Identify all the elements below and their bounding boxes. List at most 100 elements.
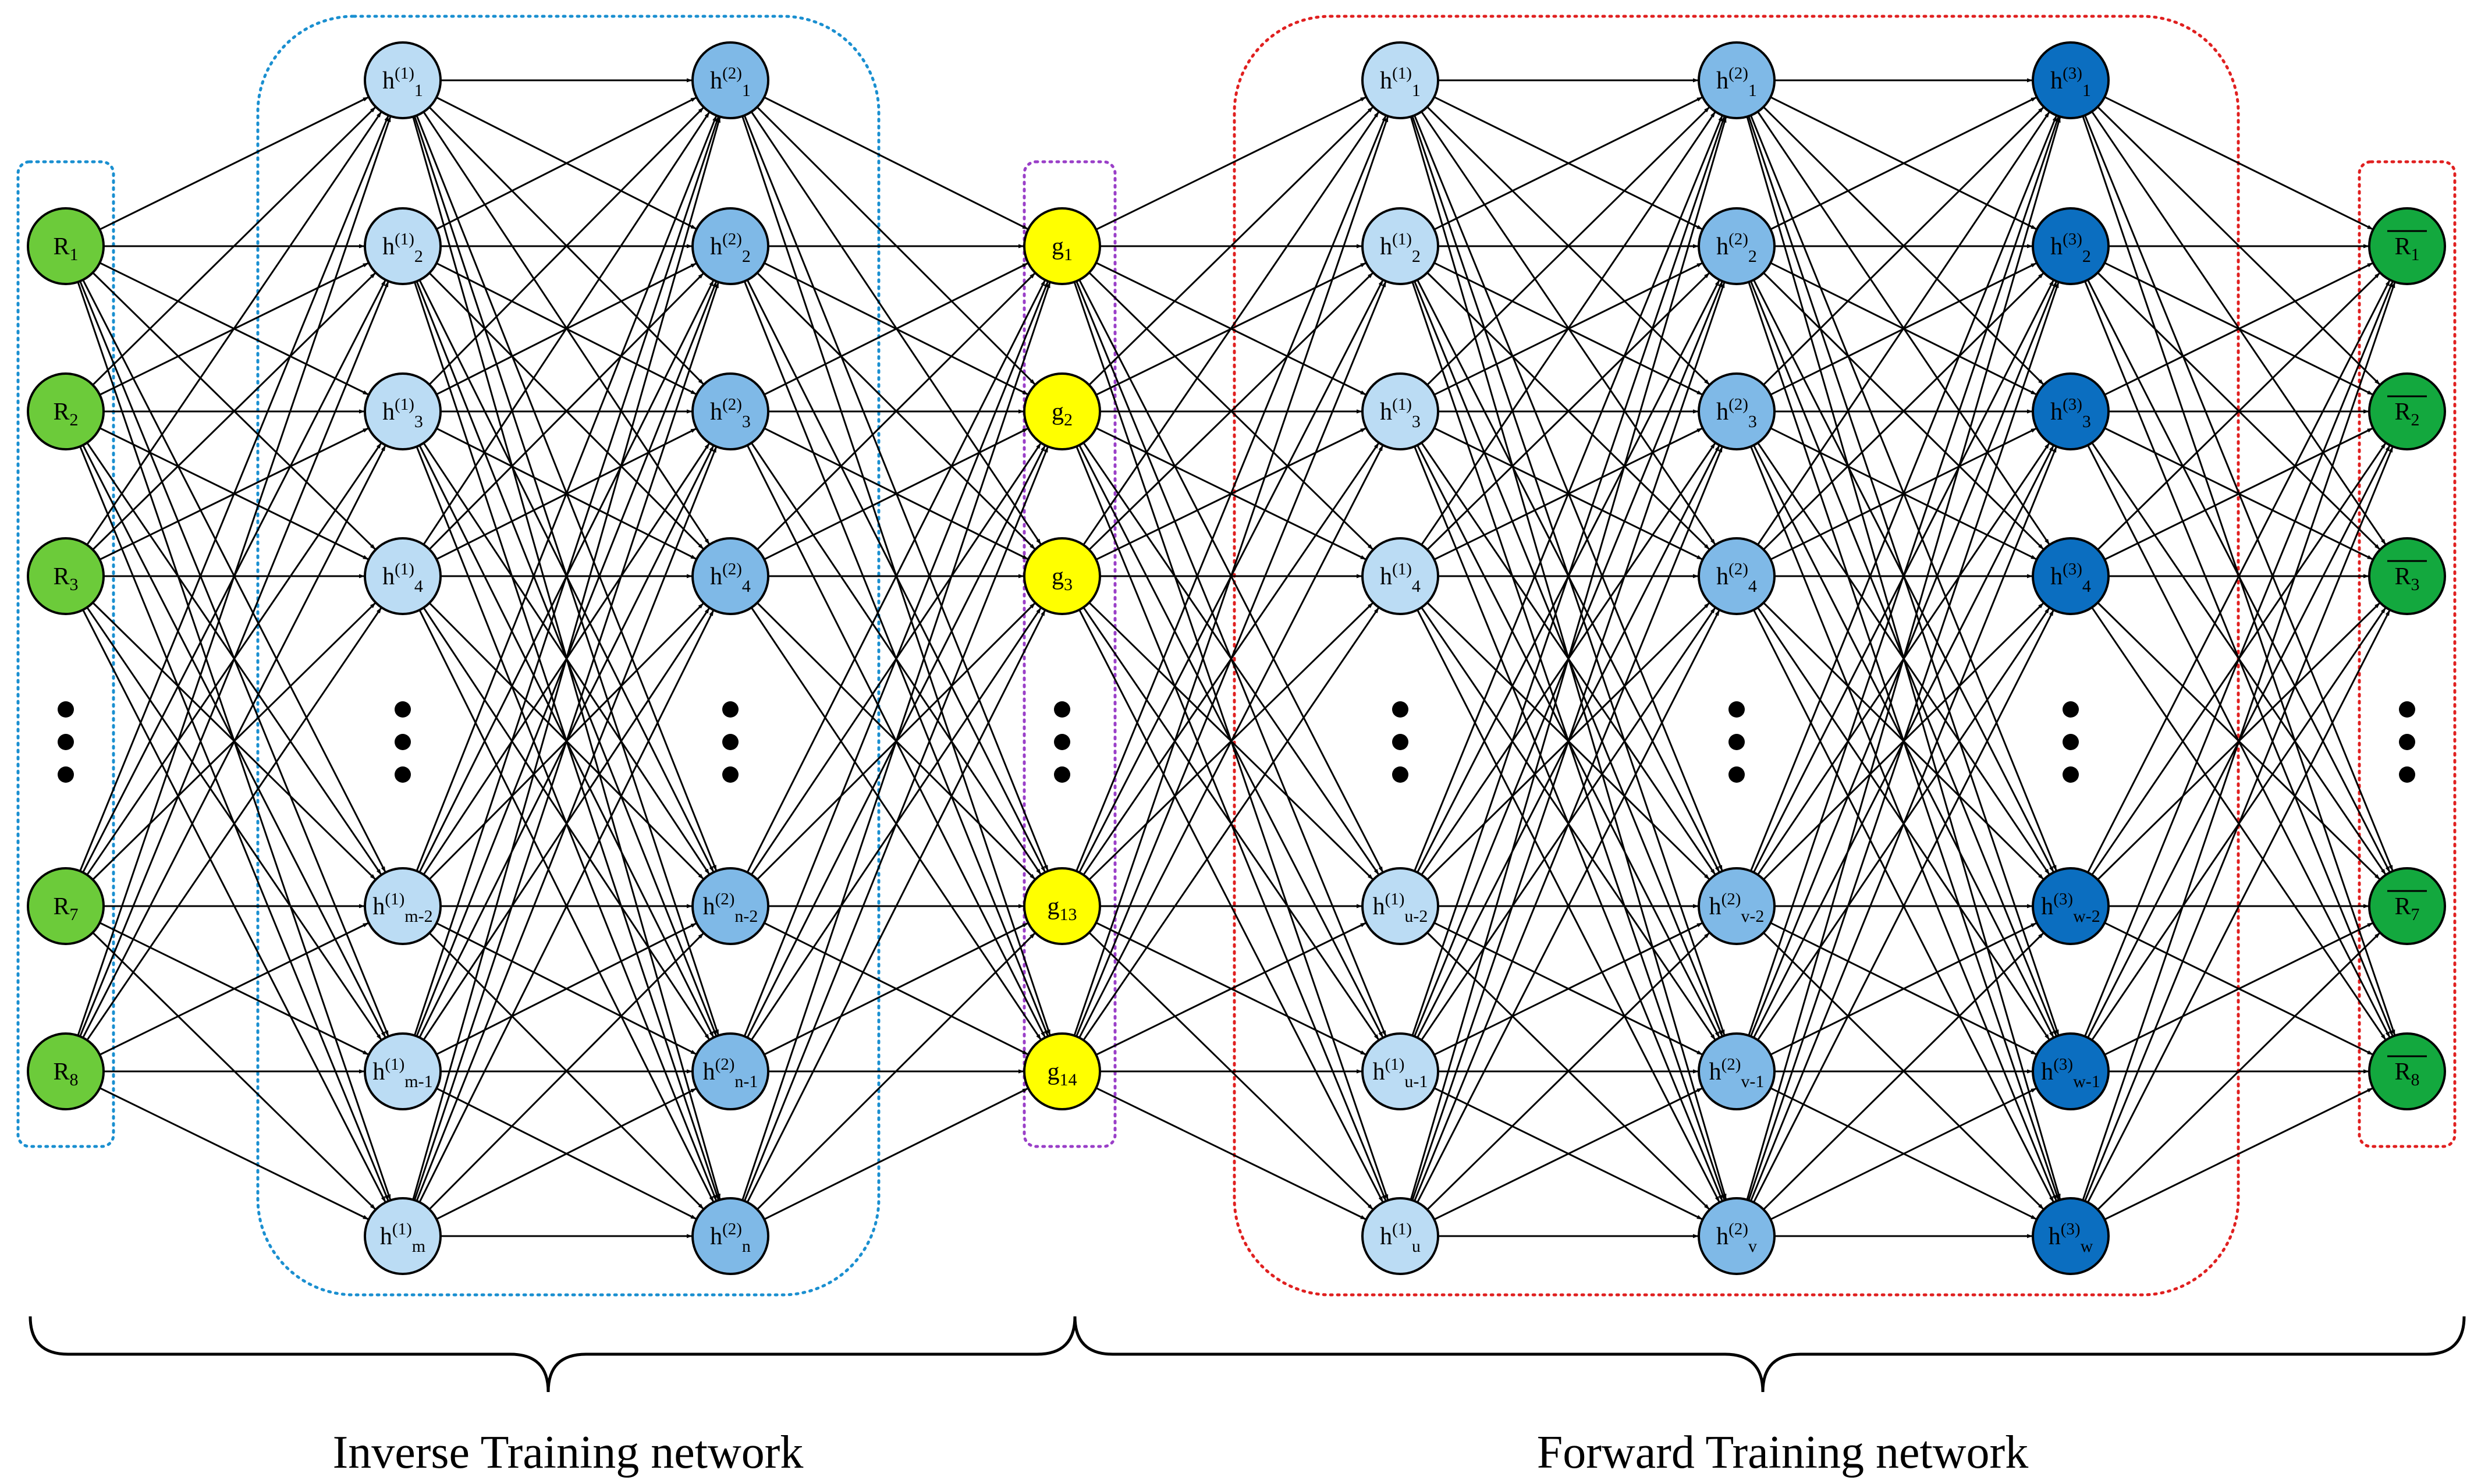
connection-arrow <box>412 116 721 1200</box>
connection-arrow <box>1095 96 1366 230</box>
fwd-h1-node: h(1)2 <box>1361 207 1439 285</box>
node-circle <box>1361 1197 1439 1275</box>
fwd-h2-node: h(2)2 <box>1698 207 1776 285</box>
node-circle <box>1361 207 1439 285</box>
node-circle <box>1698 1197 1776 1275</box>
node-circle <box>364 1197 442 1275</box>
node-circle <box>1023 1032 1101 1110</box>
node-label: h(1)4 <box>1380 560 1421 596</box>
node-circle <box>364 41 442 119</box>
node-label: h(3)1 <box>2050 64 2091 100</box>
connection-arrow <box>1082 607 1380 1041</box>
fwd-h2-node: h(2)v-2 <box>1698 867 1776 945</box>
connection-arrow <box>1414 446 1723 1202</box>
ellipsis-dot <box>722 701 739 718</box>
ellipsis-dots <box>58 701 2415 783</box>
node-circle <box>2032 537 2110 615</box>
inv-h2-node: h(2)4 <box>691 537 769 615</box>
connection-arrow <box>764 1088 1028 1220</box>
fwd-h2-node: h(2)v <box>1698 1197 1776 1275</box>
connection-arrow <box>757 272 1036 551</box>
input-node: R1 <box>27 207 105 285</box>
node-label: h(2)v-1 <box>1709 1055 1765 1091</box>
connection-arrow <box>2097 932 2380 1210</box>
connection-arrow <box>428 106 704 385</box>
node-label: R3 <box>2394 563 2419 594</box>
connection-arrow <box>428 932 704 1210</box>
connection-arrow <box>77 116 392 1036</box>
connection-arrow <box>2082 282 2396 1201</box>
node-label: h(2)n <box>710 1220 751 1256</box>
inv-h2-node: h(2)2 <box>691 207 769 285</box>
ellipsis-dot <box>2063 701 2079 718</box>
connection-arrow <box>1770 1087 2037 1220</box>
ellipsis-dot <box>58 734 74 750</box>
connection-arrow <box>1078 445 1384 1038</box>
node-circle <box>1023 537 1101 615</box>
input-node: R2 <box>27 372 105 450</box>
ellipsis-dot <box>1728 734 1745 750</box>
fwd-h2-node: h(2)v-1 <box>1698 1032 1776 1110</box>
connection-arrow <box>1417 609 1720 1203</box>
fwd-h1-node: h(1)1 <box>1361 41 1439 119</box>
output-node: R8 <box>2368 1032 2446 1110</box>
connection-arrow <box>2104 427 2373 560</box>
connection-arrow <box>79 115 389 872</box>
inv-h1-node: h(1)4 <box>364 537 442 615</box>
connection-arrow <box>764 428 1028 560</box>
connection-arrow <box>1410 116 1727 1201</box>
node-circle <box>364 537 442 615</box>
connection-arrow <box>413 282 719 1201</box>
node-label: h(2)4 <box>1716 560 1757 596</box>
node-label: g2 <box>1052 399 1073 429</box>
fwd-h2-node: h(2)4 <box>1698 537 1776 615</box>
connection-arrow <box>764 922 1028 1056</box>
inv-h2-node: h(2)1 <box>691 41 769 119</box>
ellipsis-dot <box>2063 734 2079 750</box>
node-label: h(3)w-1 <box>2041 1055 2100 1091</box>
inv-h1-node: h(1)1 <box>364 41 442 119</box>
node-label: R7 <box>53 893 78 924</box>
connection-arrow <box>92 106 376 386</box>
connection-arrow <box>428 272 704 550</box>
node-circle <box>691 867 769 945</box>
fwd-h1-node: h(1)4 <box>1361 537 1439 615</box>
connection-arrow <box>2104 922 2373 1056</box>
ellipsis-dot <box>1728 766 1745 783</box>
connection-arrow <box>2084 446 2394 1202</box>
connection-arrow <box>1770 922 2037 1056</box>
node-circle <box>1698 1032 1776 1110</box>
node-circle <box>691 1032 769 1110</box>
node-circle <box>2368 537 2446 615</box>
connection-arrow <box>82 445 386 1038</box>
output-group-box <box>2358 160 2457 1148</box>
fwd-h1-node: h(1)u-1 <box>1361 1032 1439 1110</box>
connection-arrow <box>1414 115 1723 872</box>
fwd-h3-node: h(3)2 <box>2032 207 2110 285</box>
ellipsis-dot <box>2399 734 2415 750</box>
ellipsis-dot <box>2063 766 2079 783</box>
node-label: h(1)1 <box>1380 64 1421 100</box>
input-node: R3 <box>27 537 105 615</box>
ellipsis-dot <box>58 701 74 718</box>
node-label: R1 <box>2394 233 2419 264</box>
inv-h2-node: h(2)n <box>691 1197 769 1275</box>
connection-arrow <box>416 115 718 872</box>
connection-arrow <box>1746 116 2061 1201</box>
connection-arrow <box>743 446 1049 1202</box>
connection-arrow <box>1088 272 1373 551</box>
node-circle <box>1361 1032 1439 1110</box>
ellipsis-dot <box>1054 766 1070 783</box>
connection-arrow <box>1411 282 1726 1201</box>
node-label: h(2)n-1 <box>703 1055 758 1091</box>
connection-arrow <box>1757 111 2050 545</box>
connection-arrow <box>436 97 697 230</box>
node-circle <box>364 1032 442 1110</box>
node-label: h(1)4 <box>382 560 423 596</box>
connection-arrow <box>1750 115 2057 872</box>
node-circle <box>1023 867 1101 945</box>
output-node: R7 <box>2368 867 2446 945</box>
node-circle <box>1698 207 1776 285</box>
node-label: h(2)3 <box>710 395 751 431</box>
node-label: h(2)1 <box>1716 64 1757 100</box>
